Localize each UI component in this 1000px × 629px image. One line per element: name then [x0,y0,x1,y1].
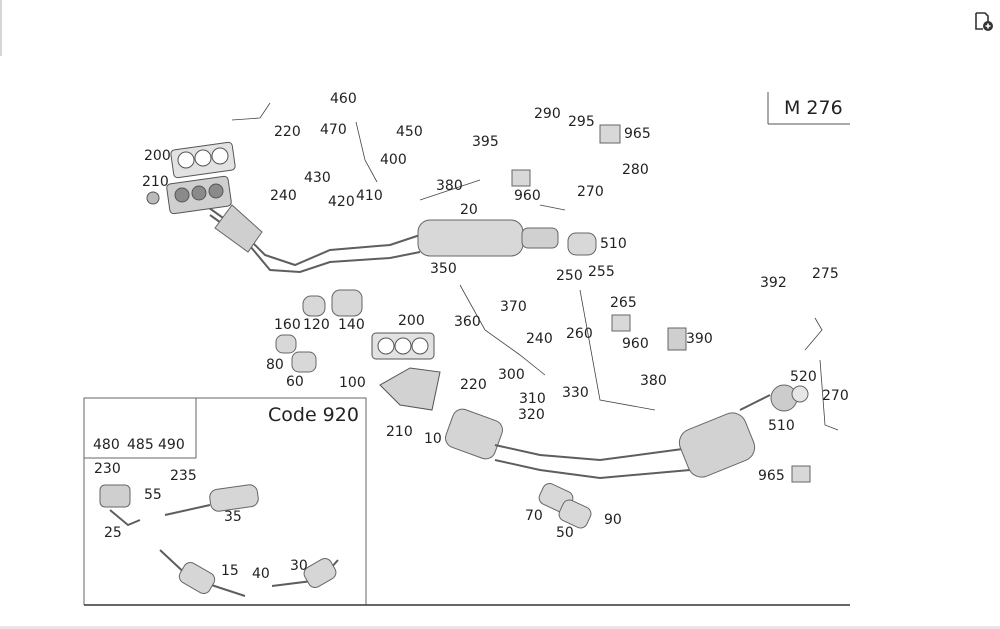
part-label[interactable]: 220 [274,124,301,140]
part-label[interactable]: 510 [768,418,795,434]
part-icons [99,102,839,597]
part-label[interactable]: 260 [566,326,593,342]
part-label[interactable]: 200 [144,148,171,164]
model-label: M 276 [784,97,843,119]
part-label[interactable]: 300 [498,367,525,383]
part-label[interactable]: 235 [170,468,197,484]
part-label[interactable]: 420 [328,194,355,210]
part-label[interactable]: 270 [577,184,604,200]
inset-title: Code 920 [268,404,359,426]
part-label[interactable]: 220 [460,377,487,393]
part-label[interactable]: 60 [286,374,304,390]
part-label[interactable]: 265 [610,295,637,311]
part-label[interactable]: 490 [158,437,185,453]
note-add-icon[interactable] [972,10,994,32]
part-label[interactable]: 380 [640,373,667,389]
part-label[interactable]: 15 [221,563,239,579]
part-label[interactable]: 960 [514,188,541,204]
part-label[interactable]: 210 [386,424,413,440]
part-label[interactable]: 360 [454,314,481,330]
part-label[interactable]: 470 [320,122,347,138]
part-label[interactable]: 20 [460,202,478,218]
part-label[interactable]: 90 [604,512,622,528]
bottom-bar [0,626,1000,629]
part-label[interactable]: 485 [127,437,154,453]
part-label[interactable]: 140 [338,317,365,333]
part-label[interactable]: 30 [290,558,308,574]
part-label[interactable]: 350 [430,261,457,277]
part-label[interactable]: 230 [94,461,121,477]
part-label[interactable]: 200 [398,313,425,329]
part-label[interactable]: 510 [600,236,627,252]
part-label[interactable]: 392 [760,275,787,291]
part-label[interactable]: 330 [562,385,589,401]
part-label[interactable]: 280 [622,162,649,178]
part-label[interactable]: 400 [380,152,407,168]
model-badge: M 276 [767,92,850,125]
part-label[interactable]: 10 [424,431,442,447]
part-label[interactable]: 960 [622,336,649,352]
part-label[interactable]: 40 [252,566,270,582]
exhaust-pipe-upper[interactable] [204,204,559,274]
part-label[interactable]: 395 [472,134,499,150]
part-label[interactable]: 965 [758,468,785,484]
part-label[interactable]: 275 [812,266,839,282]
part-label[interactable]: 160 [274,317,301,333]
part-label[interactable]: 520 [790,369,817,385]
part-label[interactable]: 270 [822,388,849,404]
part-label[interactable]: 210 [142,174,169,190]
panel-edge [0,0,2,56]
part-label[interactable]: 240 [270,188,297,204]
part-label[interactable]: 460 [330,91,357,107]
part-label[interactable]: 120 [303,317,330,333]
part-label[interactable]: 255 [588,264,615,280]
part-label[interactable]: 370 [500,299,527,315]
part-label[interactable]: 450 [396,124,423,140]
part-label[interactable]: 55 [144,487,162,503]
part-label[interactable]: 390 [686,331,713,347]
part-label[interactable]: 290 [534,106,561,122]
part-label[interactable]: 70 [525,508,543,524]
part-label[interactable]: 480 [93,437,120,453]
part-label[interactable]: 320 [518,407,545,423]
part-label[interactable]: 380 [436,178,463,194]
part-label[interactable]: 250 [556,268,583,284]
part-label[interactable]: 410 [356,188,383,204]
inset-frame: Code 920 [83,397,367,605]
part-label[interactable]: 965 [624,126,651,142]
part-label[interactable]: 80 [266,357,284,373]
exhaust-manifold-upper[interactable] [146,141,236,215]
part-number-labels: 460 220 470 450 200 400 430 395 290 295 … [93,91,849,582]
part-label[interactable]: 430 [304,170,331,186]
part-label[interactable]: 240 [526,331,553,347]
exhaust-pipe-lower[interactable] [371,332,771,481]
part-label[interactable]: 100 [339,375,366,391]
part-label[interactable]: 50 [556,525,574,541]
part-label[interactable]: 310 [519,391,546,407]
part-label[interactable]: 35 [224,509,242,525]
part-label[interactable]: 25 [104,525,122,541]
part-label[interactable]: 295 [568,114,595,130]
